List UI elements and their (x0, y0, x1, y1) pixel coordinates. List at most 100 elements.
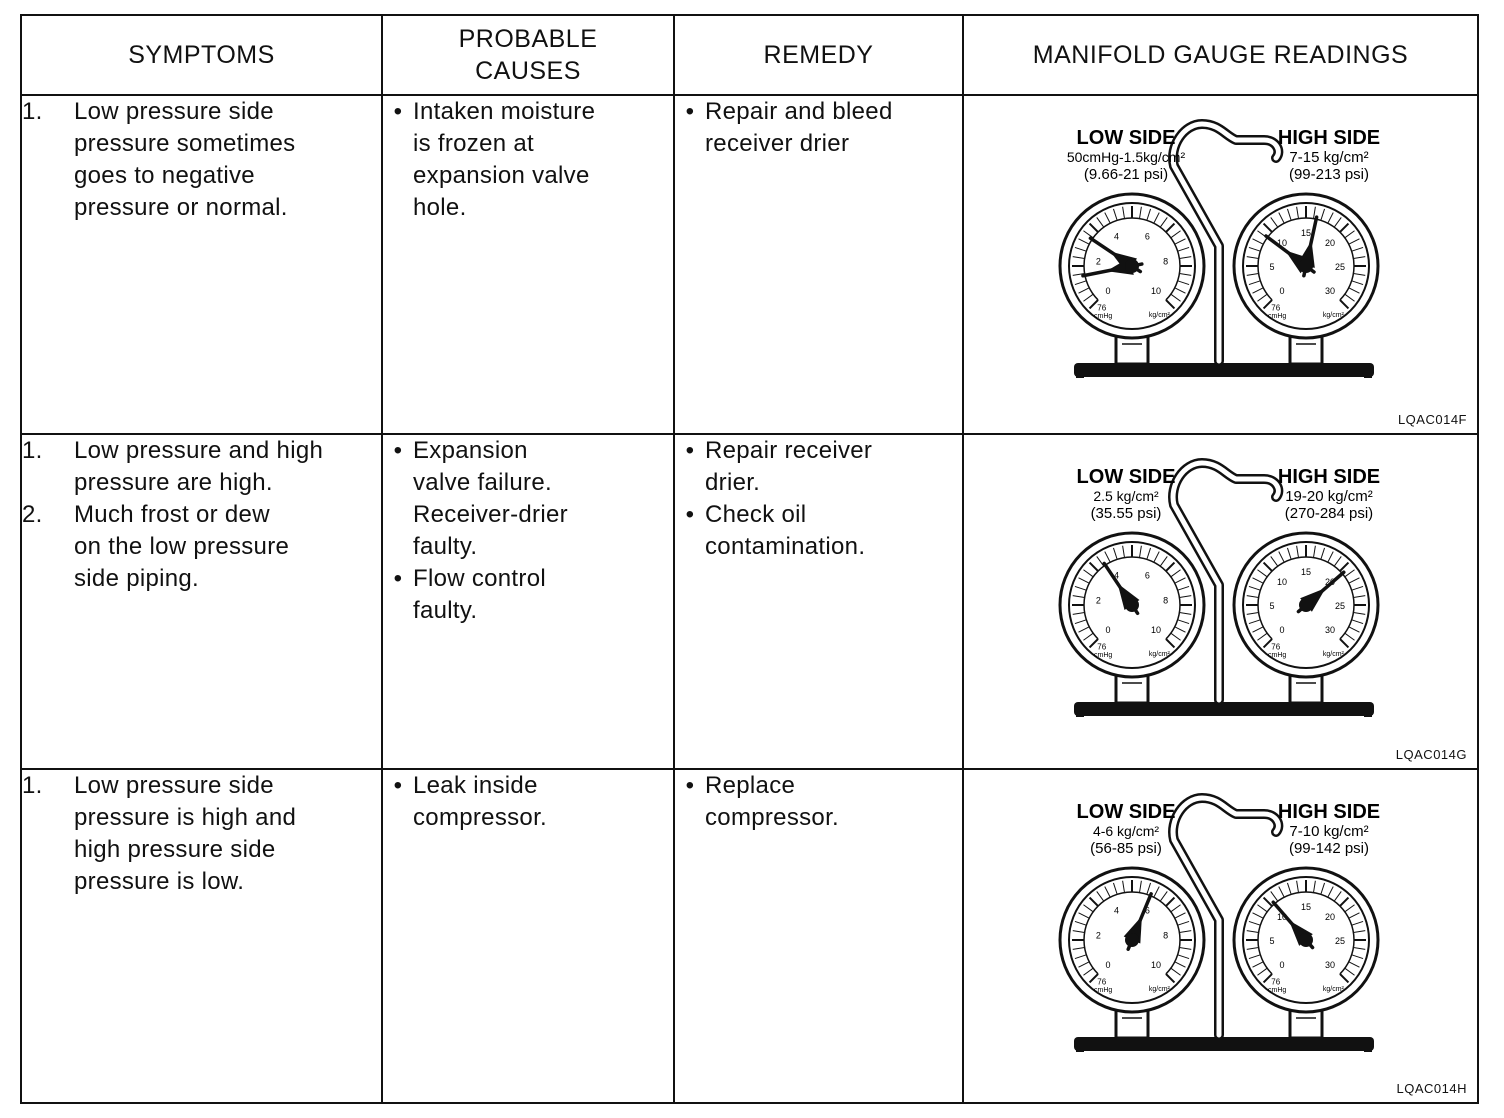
high-side-needle-base (1300, 588, 1326, 613)
low-side-scale-tick (1112, 548, 1118, 560)
low-side-tick-label: 2 (1096, 257, 1101, 267)
high-side-scale-tick (1252, 911, 1264, 919)
item-line: Expansion (413, 437, 528, 465)
low-side-pressure: 50cmHg-1.5kg/cm² (1067, 149, 1186, 165)
high-side-scale-tick (1296, 880, 1299, 893)
low-side-pressure: 2.5 kg/cm² (1093, 488, 1159, 504)
high-side-scale-tick (1344, 633, 1355, 642)
high-side-scale-tick (1248, 954, 1261, 959)
low-side-scale-tick (1159, 556, 1168, 567)
high-side-scale-tick (1327, 212, 1334, 224)
stand-foot-right (1364, 364, 1372, 378)
high-side-scale-tick (1351, 920, 1364, 926)
item-line: Leak inside (413, 771, 538, 799)
item-line: goes to negative (74, 162, 255, 189)
high-side-tick-label: 10 (1277, 238, 1287, 248)
high-side-scale-tick (1348, 287, 1360, 294)
item-line: high pressure side (74, 835, 276, 863)
low-side-scale-tick (1174, 577, 1186, 584)
low-side-scale-tick (1072, 256, 1085, 259)
high-side-psi: (99-142 psi) (1289, 840, 1369, 857)
low-side-scale-tick (1088, 299, 1099, 310)
high-side-scale-tick (1351, 586, 1364, 591)
bullet-icon: • (393, 437, 403, 465)
low-side-tick-label: 6 (1145, 571, 1150, 581)
item-number: 1. (22, 98, 43, 125)
item-line: Low pressure side (74, 771, 274, 799)
item-line: expansion valve (413, 162, 590, 189)
low-side-scale-tick (1072, 595, 1085, 599)
low-side-scale-tick (1174, 911, 1186, 919)
header-manifold-gauge-readings: MANIFOLD GAUGE READINGS (962, 14, 1479, 96)
high-side-psi: (99-213 psi) (1289, 166, 1369, 183)
item-line: hole. (413, 194, 467, 221)
low-side-tick-label: 4 (1114, 571, 1119, 581)
low-side-tick-label: 2 (1096, 930, 1101, 940)
low-side-scale-tick (1165, 562, 1176, 573)
high-side-scale-tick (1327, 885, 1334, 898)
low-side-scale-tick (1088, 222, 1099, 233)
high-side-scale-tick (1252, 238, 1264, 245)
high-side-scale-tick (1248, 246, 1261, 252)
high-side-scale-tick (1353, 946, 1366, 950)
stand-base (1074, 702, 1374, 717)
high-side-scale-tick (1248, 619, 1261, 625)
low-side-scale-tick (1179, 256, 1192, 259)
low-side-tick-label: 4 (1114, 905, 1119, 915)
high-side-scale-tick (1246, 273, 1259, 276)
low-side-unit-right: kg/cm² (1149, 651, 1171, 658)
low-side-title: LOW SIDE (1077, 466, 1176, 488)
item-line: pressure or normal. (74, 194, 288, 221)
high-side-scale-tick (1252, 287, 1264, 294)
high-side-unit-right: kg/cm² (1323, 651, 1345, 658)
item-line: Repair and bleed (705, 98, 893, 125)
high-side-needle-hub (1299, 259, 1313, 273)
manifold-gauge-figure: 024681076cmHgkg/cm²05101520253076cmHgkg/… (1058, 458, 1380, 718)
high-side-scale-tick (1296, 546, 1299, 559)
low-side-tick-label: 6 (1145, 905, 1150, 915)
high-side-scale-tick (1313, 206, 1316, 219)
high-side-scale-tick (1333, 890, 1342, 902)
low-side-unit-left-2: cmHg (1094, 986, 1112, 993)
high-side-scale-tick (1270, 890, 1279, 902)
low-side-scale-tick (1177, 246, 1190, 252)
low-side-unit-left-2: cmHg (1094, 652, 1112, 659)
high-side-scale-tick (1257, 569, 1268, 578)
low-side-scale-tick (1112, 882, 1118, 895)
low-side-pressure: 4-6 kg/cm² (1093, 823, 1159, 839)
low-side-scale-tick (1074, 954, 1087, 959)
low-side-scale-tick (1072, 946, 1085, 950)
high-side-scale-tick (1348, 626, 1360, 634)
item-line: contamination. (705, 533, 866, 561)
high-side-scale-tick (1296, 206, 1299, 219)
item-line: receiver drier (705, 130, 850, 157)
item-text: Leak inside compressor. (413, 770, 547, 834)
high-side-scale-tick (1344, 293, 1355, 302)
low-side-scale-tick (1074, 280, 1087, 286)
high-side-scale-tick (1348, 911, 1360, 919)
low-side-scale-tick (1083, 293, 1094, 302)
high-side-scale-tick (1286, 548, 1292, 560)
item-line: compressor. (413, 803, 548, 831)
low-side-scale-tick (1074, 619, 1087, 625)
high-side-tick-label: 25 (1335, 936, 1345, 946)
low-side-unit-left-2: cmHg (1094, 313, 1112, 320)
high-side-tick-label: 0 (1279, 960, 1284, 970)
low-side-scale-tick (1170, 633, 1181, 642)
high-side-tick-label: 15 (1301, 567, 1311, 577)
low-side-tick-label: 6 (1145, 232, 1150, 242)
high-side-scale-tick (1246, 256, 1259, 259)
low-side-tick-label: 0 (1105, 286, 1110, 296)
low-gauge-stem (1114, 1008, 1150, 1040)
high-side-tick-label: 25 (1335, 262, 1345, 272)
high-side-scale-tick (1313, 880, 1316, 893)
